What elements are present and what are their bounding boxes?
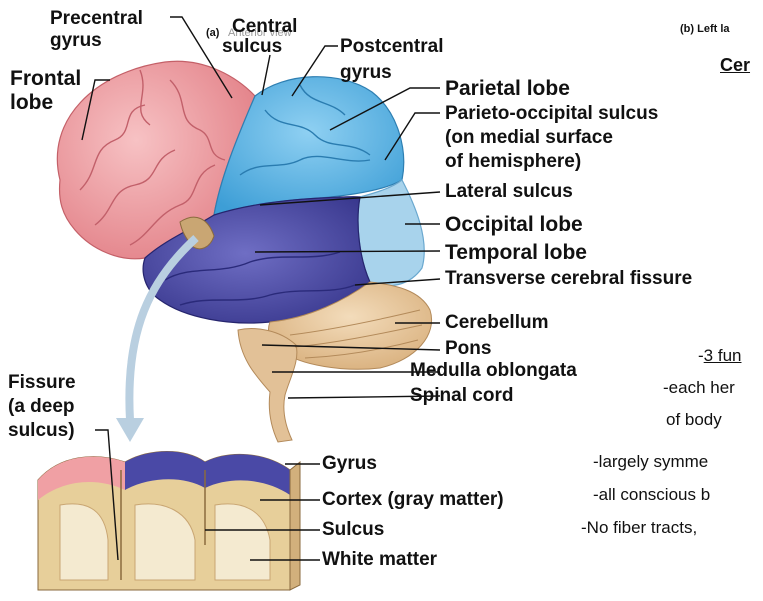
label-frontal-1: Frontal xyxy=(10,67,81,90)
label-parieto-occipital-1: Parieto-occipital sulcus xyxy=(445,103,658,124)
label-cortex: Cortex (gray matter) xyxy=(322,489,504,510)
label-parietal: Parietal lobe xyxy=(445,77,570,100)
cortex-block xyxy=(38,452,300,591)
label-postcentral-2: gyrus xyxy=(340,62,392,83)
label-central-1: Central xyxy=(232,16,297,37)
side-note-1-underlined: 3 fun xyxy=(704,346,742,365)
label-cerebellum: Cerebellum xyxy=(445,312,548,333)
label-central-2: sulcus xyxy=(222,36,282,57)
label-gyrus: Gyrus xyxy=(322,453,377,474)
label-fissure-2: (a deep xyxy=(8,396,75,417)
label-lateral-sulcus: Lateral sulcus xyxy=(445,181,573,202)
label-precentral-1: Precentral xyxy=(50,8,143,29)
side-note-2: -each her xyxy=(663,378,735,398)
side-note-5: -all conscious b xyxy=(593,485,710,505)
side-note-6: -No fiber tracts, xyxy=(581,518,697,538)
label-postcentral-1: Postcentral xyxy=(340,36,443,57)
side-note-1: -3 fun xyxy=(698,346,741,366)
panel-b-tag: (b) Left la xyxy=(680,23,730,35)
label-transverse-fissure: Transverse cerebral fissure xyxy=(445,268,692,289)
label-sulcus: Sulcus xyxy=(322,519,384,540)
label-pons: Pons xyxy=(445,338,491,359)
label-fissure-1: Fissure xyxy=(8,372,76,393)
label-temporal: Temporal lobe xyxy=(445,241,587,264)
heading-fragment: Cer xyxy=(720,55,750,75)
label-parieto-occipital-3: of hemisphere) xyxy=(445,151,581,172)
label-medulla: Medulla oblongata xyxy=(410,360,577,381)
label-parieto-occipital-2: (on medial surface xyxy=(445,127,613,148)
label-frontal-2: lobe xyxy=(10,91,53,114)
label-white-matter: White matter xyxy=(322,549,437,570)
zoom-arrowhead xyxy=(116,418,144,442)
label-spinal-cord: Spinal cord xyxy=(410,385,513,406)
label-precentral-2: gyrus xyxy=(50,30,102,51)
label-fissure-3: sulcus) xyxy=(8,420,75,441)
side-note-3: of body xyxy=(666,410,722,430)
side-note-4: -largely symme xyxy=(593,452,708,472)
label-occipital: Occipital lobe xyxy=(445,213,583,236)
panel-a-tag: (a) xyxy=(206,27,219,39)
